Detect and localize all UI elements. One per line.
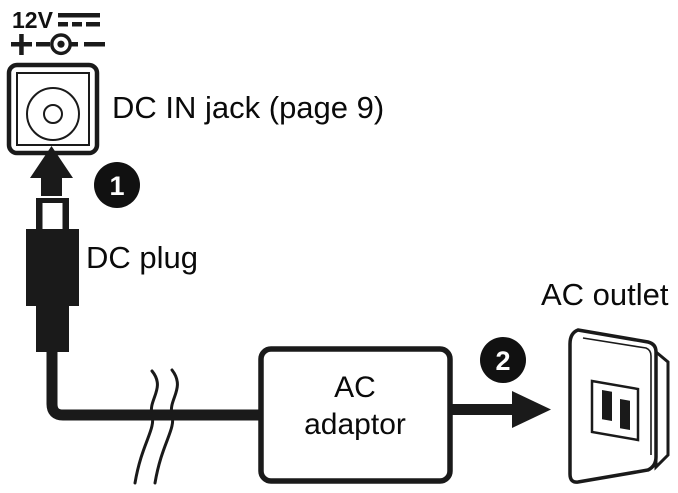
plug-in-arrow-right-icon xyxy=(450,391,551,428)
ac-adaptor-label-line1: AC xyxy=(334,371,376,404)
plug-strain-relief xyxy=(36,304,69,352)
ac-adaptor: AC adaptor xyxy=(258,346,453,484)
jack-outer-circle xyxy=(26,87,80,141)
jack-inner-frame xyxy=(16,72,90,146)
plug-body xyxy=(26,229,79,306)
step-badge-1: 1 xyxy=(94,162,140,208)
ac-outlet xyxy=(568,328,670,484)
outlet-socket-recess xyxy=(590,379,640,442)
dc-plug xyxy=(26,198,79,352)
outlet-front-plate xyxy=(568,328,658,484)
outlet-slot-right xyxy=(620,399,630,430)
dc-in-jack-label: DC IN jack (page 9) xyxy=(112,90,384,125)
ac-adaptor-label-line2: adaptor xyxy=(304,408,406,441)
plug-barrel-hollow xyxy=(42,203,63,231)
step-badge-1-number: 1 xyxy=(109,171,124,201)
step-badge-2-circle xyxy=(480,337,526,383)
cable-break-symbol xyxy=(133,368,179,485)
step-badge-2: 2 xyxy=(480,337,526,383)
rating-label-group: 12V xyxy=(11,7,105,56)
outlet-slot-left xyxy=(602,390,612,421)
voltage-text: 12V xyxy=(12,7,54,33)
minus-sign-icon xyxy=(84,42,105,47)
outlet-plate-bevel xyxy=(582,337,652,455)
step-badge-2-number: 2 xyxy=(495,346,510,376)
plus-sign-icon xyxy=(11,34,32,55)
dc-plug-label: DC plug xyxy=(86,240,198,275)
outlet-side-edge xyxy=(654,348,670,471)
insert-arrow-up-icon xyxy=(30,146,73,196)
dc-current-symbol xyxy=(58,13,100,27)
ac-outlet-label: AC outlet xyxy=(541,277,669,312)
step-badge-1-circle xyxy=(94,162,140,208)
dc-cable xyxy=(46,348,262,421)
dc-in-jack xyxy=(6,62,100,156)
jack-center-pin-circle xyxy=(43,104,63,124)
center-positive-polarity-symbol xyxy=(36,33,78,56)
